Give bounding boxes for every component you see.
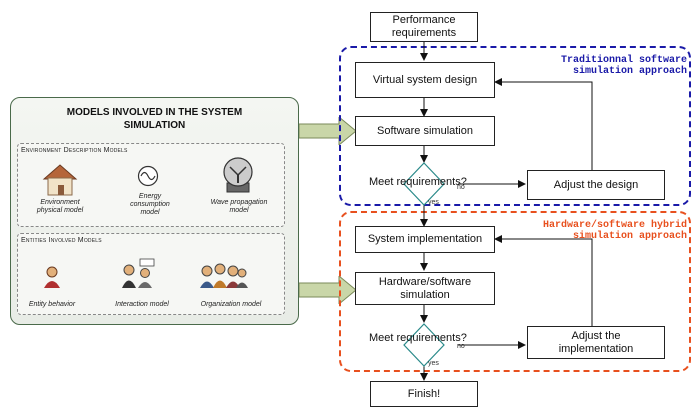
yes-label-1: yes [428, 199, 439, 206]
system-implementation-box: System implementation [355, 226, 495, 253]
people-talking-icon [122, 258, 155, 288]
entity-caption-1: Entity behavior [28, 301, 76, 308]
antenna-icon [223, 157, 253, 193]
house-icon [42, 164, 78, 196]
person-icon [44, 266, 60, 288]
entity-caption-2: Interaction model [115, 301, 169, 308]
entity-caption-3: Organization model [200, 301, 262, 308]
no-label-2: no [457, 343, 465, 350]
meet-requirements-1-label: Meet requirements? [369, 176, 467, 188]
finish-box: Finish! [370, 381, 478, 407]
models-panel-title: MODELS INVOLVED IN THE SYSTEM SIMULATION [10, 106, 299, 132]
hybrid-region [339, 211, 691, 372]
adjust-design-box: Adjust the design [527, 170, 665, 200]
env-caption-2: Energy consumption model [130, 193, 170, 216]
env-caption-1: Environment physical model [36, 199, 84, 214]
no-label-1: no [457, 184, 465, 191]
group-icon [200, 263, 248, 288]
virtual-system-design-box: Virtual system design [355, 62, 495, 98]
traditional-region-label: Traditionnal software simulation approac… [560, 55, 687, 77]
models-title-line1: MODELS INVOLVED IN THE SYSTEM [66, 107, 243, 118]
sine-wave-icon [137, 165, 159, 187]
env-caption-3: Wave propagation model [210, 199, 268, 214]
traditional-region [339, 46, 691, 206]
hybrid-region-label: Hardware/software hybrid simulation appr… [542, 220, 687, 242]
entities-models-title: Entities Involved Models [21, 237, 102, 244]
software-simulation-box: Software simulation [355, 116, 495, 146]
yes-label-2: yes [428, 360, 439, 367]
models-title-line2: SIMULATION [123, 120, 186, 131]
meet-requirements-2-label: Meet requirements? [369, 332, 467, 344]
environment-models-title: Environment Description Models [21, 147, 128, 154]
